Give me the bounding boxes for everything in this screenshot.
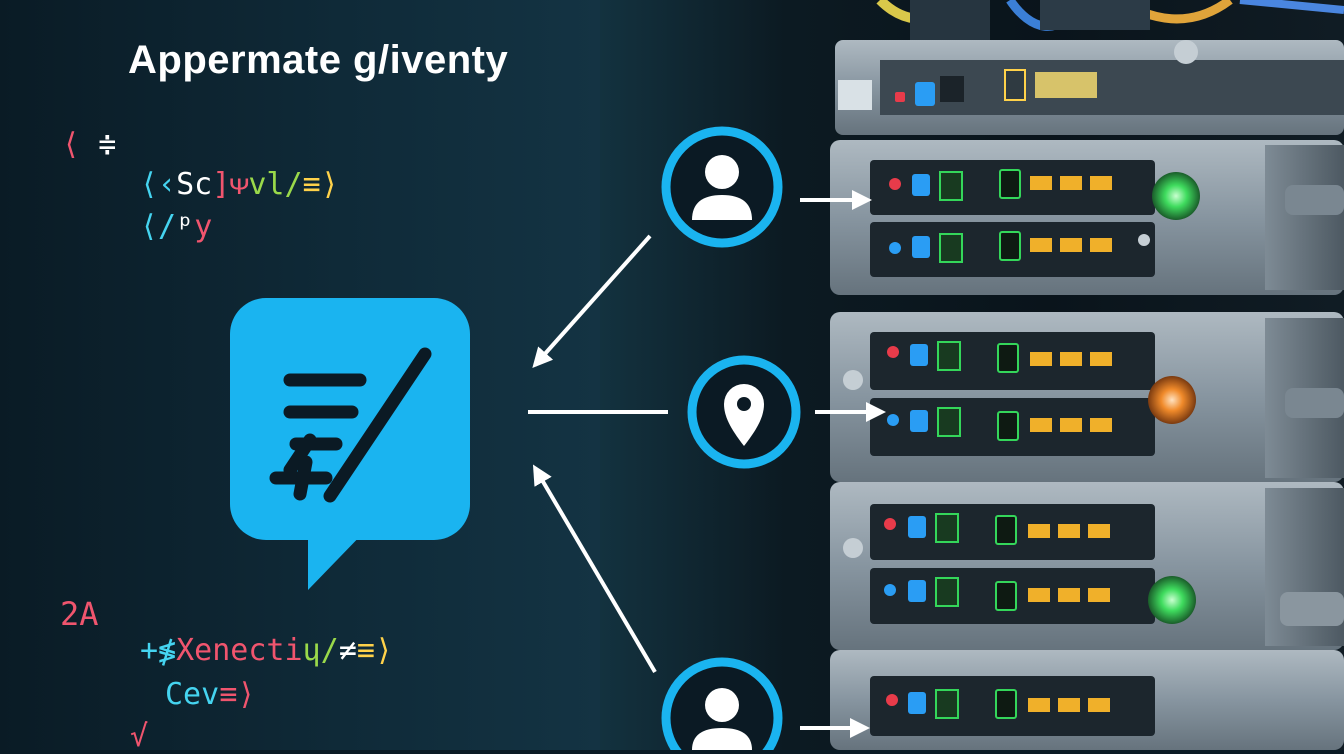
code-token: ɥ/ (302, 633, 339, 668)
code-token: ≠ (338, 633, 357, 668)
code-line-1: ⟨ ≑ (62, 130, 116, 160)
code-token: ᵖ (176, 209, 195, 244)
code-token: ⟨/ (140, 209, 177, 244)
rack-unit-1-leds (889, 169, 1112, 263)
code-token: 2A (60, 595, 99, 633)
code-token: √ (130, 719, 149, 754)
code-token: ≡⟩ (356, 633, 393, 668)
code-line-3: ⟨/ᵖy (140, 212, 212, 242)
code-token: ⟨ (62, 127, 99, 162)
rack-unit-3-leds (884, 513, 1110, 611)
code-token: ≡⟩ (219, 677, 256, 712)
headline: Appermate g/iventy (128, 38, 509, 82)
code-token: ]ᴪ (212, 167, 249, 202)
flow-arrows (528, 190, 886, 738)
rack-unit-4 (830, 650, 1344, 750)
user-icon (661, 126, 783, 248)
user-icon (661, 657, 783, 750)
code-line-5: +≸Xenectiɥ/≠≡⟩ (140, 636, 393, 666)
code-token: ≡ (302, 167, 321, 202)
network-cables (876, 0, 1344, 40)
code-line-7: √ (130, 722, 148, 752)
arrow-bottom-to-bubble (532, 464, 657, 674)
arrow-top-to-bubble (532, 234, 652, 368)
code-token: Cev (165, 677, 220, 712)
code-token: Xenecti (176, 633, 303, 668)
chat-bubble-icon (230, 298, 470, 590)
rack-unit-2-leds (887, 341, 1112, 441)
code-token: Sc (176, 167, 213, 202)
code-token: vl/ (248, 167, 303, 202)
code-line-6: Cev≡⟩ (165, 680, 255, 710)
code-token: ⟩ (320, 167, 339, 202)
code-token: +≸ (140, 633, 177, 668)
code-token: y (194, 209, 213, 244)
code-line-4: 2A (60, 598, 99, 630)
code-token: ≑ (98, 127, 117, 162)
rack-unit-top (835, 40, 1344, 135)
code-line-2: ⟨‹Sc]ᴪvl/≡⟩ (140, 170, 339, 200)
code-token: ⟨‹ (140, 167, 177, 202)
location-pin-icon (687, 355, 801, 469)
